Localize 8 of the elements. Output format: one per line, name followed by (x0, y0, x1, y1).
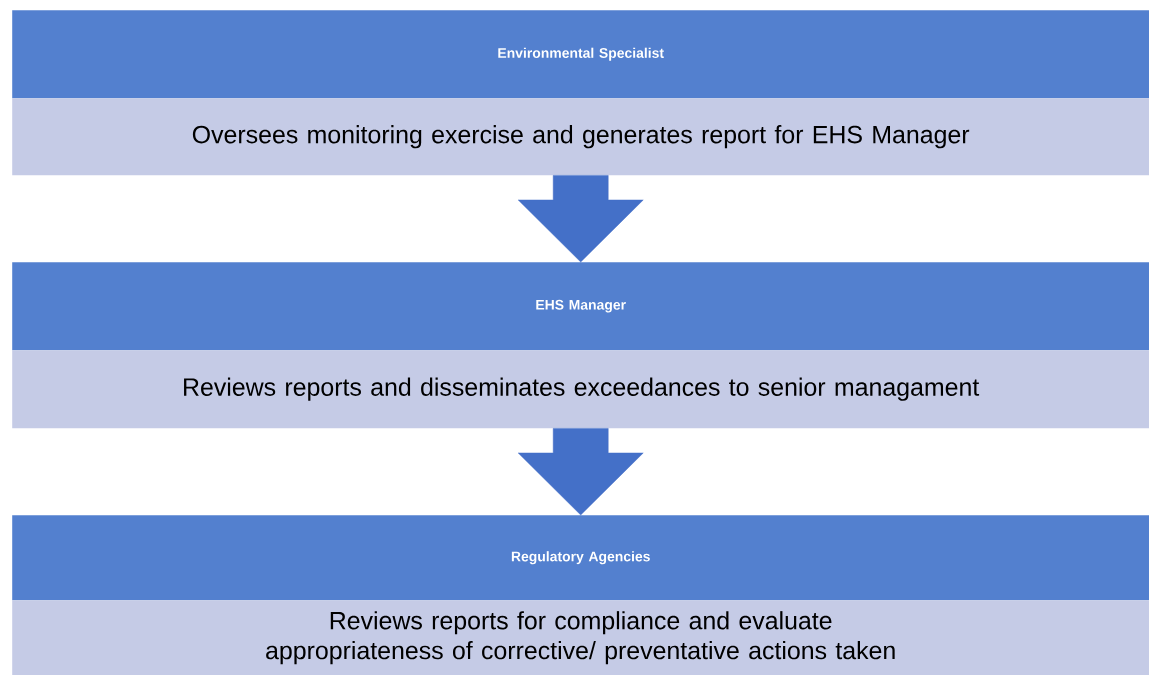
description-band: Oversees monitoring exercise and generates report for EHS Manager (12, 98, 1149, 176)
description-band: Reviews reports and disseminates exceedances to senior managament (12, 350, 1149, 429)
block-arrow (517, 175, 644, 263)
header-band: Regulatory Agencies (12, 515, 1149, 601)
block-arrow (517, 428, 644, 516)
header-band: Environmental Specialist (12, 10, 1149, 99)
header-band: EHS Manager (12, 262, 1149, 351)
description-band: Reviews reports for compliance and evaluate appropriateness of corrective/ preventative actions taken (12, 600, 1149, 675)
